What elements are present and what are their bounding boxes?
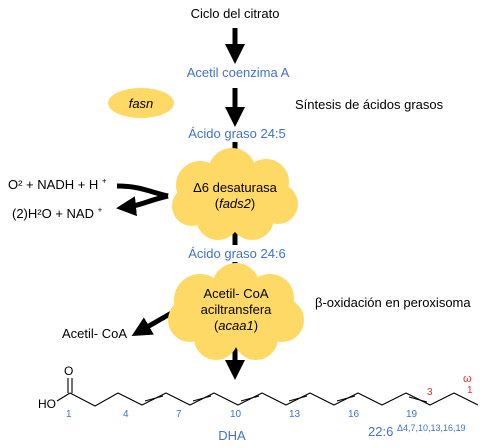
fads2-gene: fads2 xyxy=(219,196,251,211)
cofactors-out-sup: + xyxy=(97,205,103,215)
omega-3-label: 3 xyxy=(427,387,433,398)
double-bond-2 xyxy=(192,395,212,402)
hydroxyl-bond xyxy=(56,392,71,402)
omega-symbol: ω xyxy=(463,373,472,385)
citrate-cycle-label: Ciclo del citrato xyxy=(190,6,280,21)
desaturase-name: Δ6 desaturasa xyxy=(193,180,277,195)
dha-formula: 22:6 Δ4,7,10,13,16,19 xyxy=(368,423,466,441)
hydroxyl-label: HO xyxy=(38,397,56,411)
carbon-number-16: 16 xyxy=(348,409,360,420)
carboxyl-oxygen: O xyxy=(64,364,74,378)
cofactors-out-label: (2)H²O + NAD + xyxy=(12,206,102,221)
carbon-number-1: 1 xyxy=(66,409,72,420)
dha-structure xyxy=(56,378,479,407)
double-bond-4 xyxy=(288,395,308,402)
carbon-number-13: 13 xyxy=(289,409,301,420)
acyltransferase-gene: (acaa1) xyxy=(213,318,259,333)
acetyl-coa-out-label: Acetil- CoA xyxy=(62,326,128,341)
desaturase-gene: (fads2) xyxy=(214,196,256,211)
dha-chain xyxy=(69,392,479,407)
acaa1-gene: acaa1 xyxy=(218,318,254,333)
fa-24-5-label: Ácido graso 24:5 xyxy=(188,126,286,141)
fa-24-6-label: Ácido graso 24:6 xyxy=(188,246,286,261)
omega-1-label: 1 xyxy=(467,385,473,396)
acyltransferase-text: Acetil- CoA aciltransfera (acaa1) xyxy=(181,286,291,334)
carbon-number-4: 4 xyxy=(123,409,129,420)
fasn-label: fasn xyxy=(128,96,154,111)
acyltransferase-cloud xyxy=(168,263,304,360)
desaturase-text: Δ6 desaturasa (fads2) xyxy=(180,180,290,212)
double-bond-5 xyxy=(336,395,356,402)
acetyl-coa-label: Acetil coenzima A xyxy=(186,65,290,80)
carbon-number-10: 10 xyxy=(230,409,242,420)
beta-oxidation-label: β-oxidación en peroxisoma xyxy=(315,295,471,310)
acyltransferase-line1: Acetil- CoA xyxy=(203,286,269,301)
double-bond-3 xyxy=(240,395,260,402)
carbon-number-7: 7 xyxy=(176,409,182,420)
cofactors-in-label: O² + NADH + H + xyxy=(8,177,107,192)
arrow-cofactors-in xyxy=(116,183,169,199)
formula-sup: Δ4,7,10,13,16,19 xyxy=(396,423,466,433)
cofactors-in-sup: + xyxy=(101,176,107,186)
desaturase-cloud xyxy=(172,148,298,240)
fa-synthesis-label: Síntesis de ácidos grasos xyxy=(295,97,444,112)
double-bond-1 xyxy=(144,395,164,402)
acyltransferase-line2: aciltransfera xyxy=(200,302,272,317)
arrow-cofactors-out xyxy=(116,193,169,217)
double-bond-6 xyxy=(408,396,428,403)
dha-label: DHA xyxy=(218,428,246,443)
cofactors-out-text: (2)H²O + NAD xyxy=(12,206,94,221)
carbon-number-19: 19 xyxy=(406,409,418,420)
formula-main: 22:6 xyxy=(368,424,394,439)
fasn-ellipse xyxy=(108,88,174,118)
cofactors-in-text: O² + NADH + H xyxy=(8,177,99,192)
